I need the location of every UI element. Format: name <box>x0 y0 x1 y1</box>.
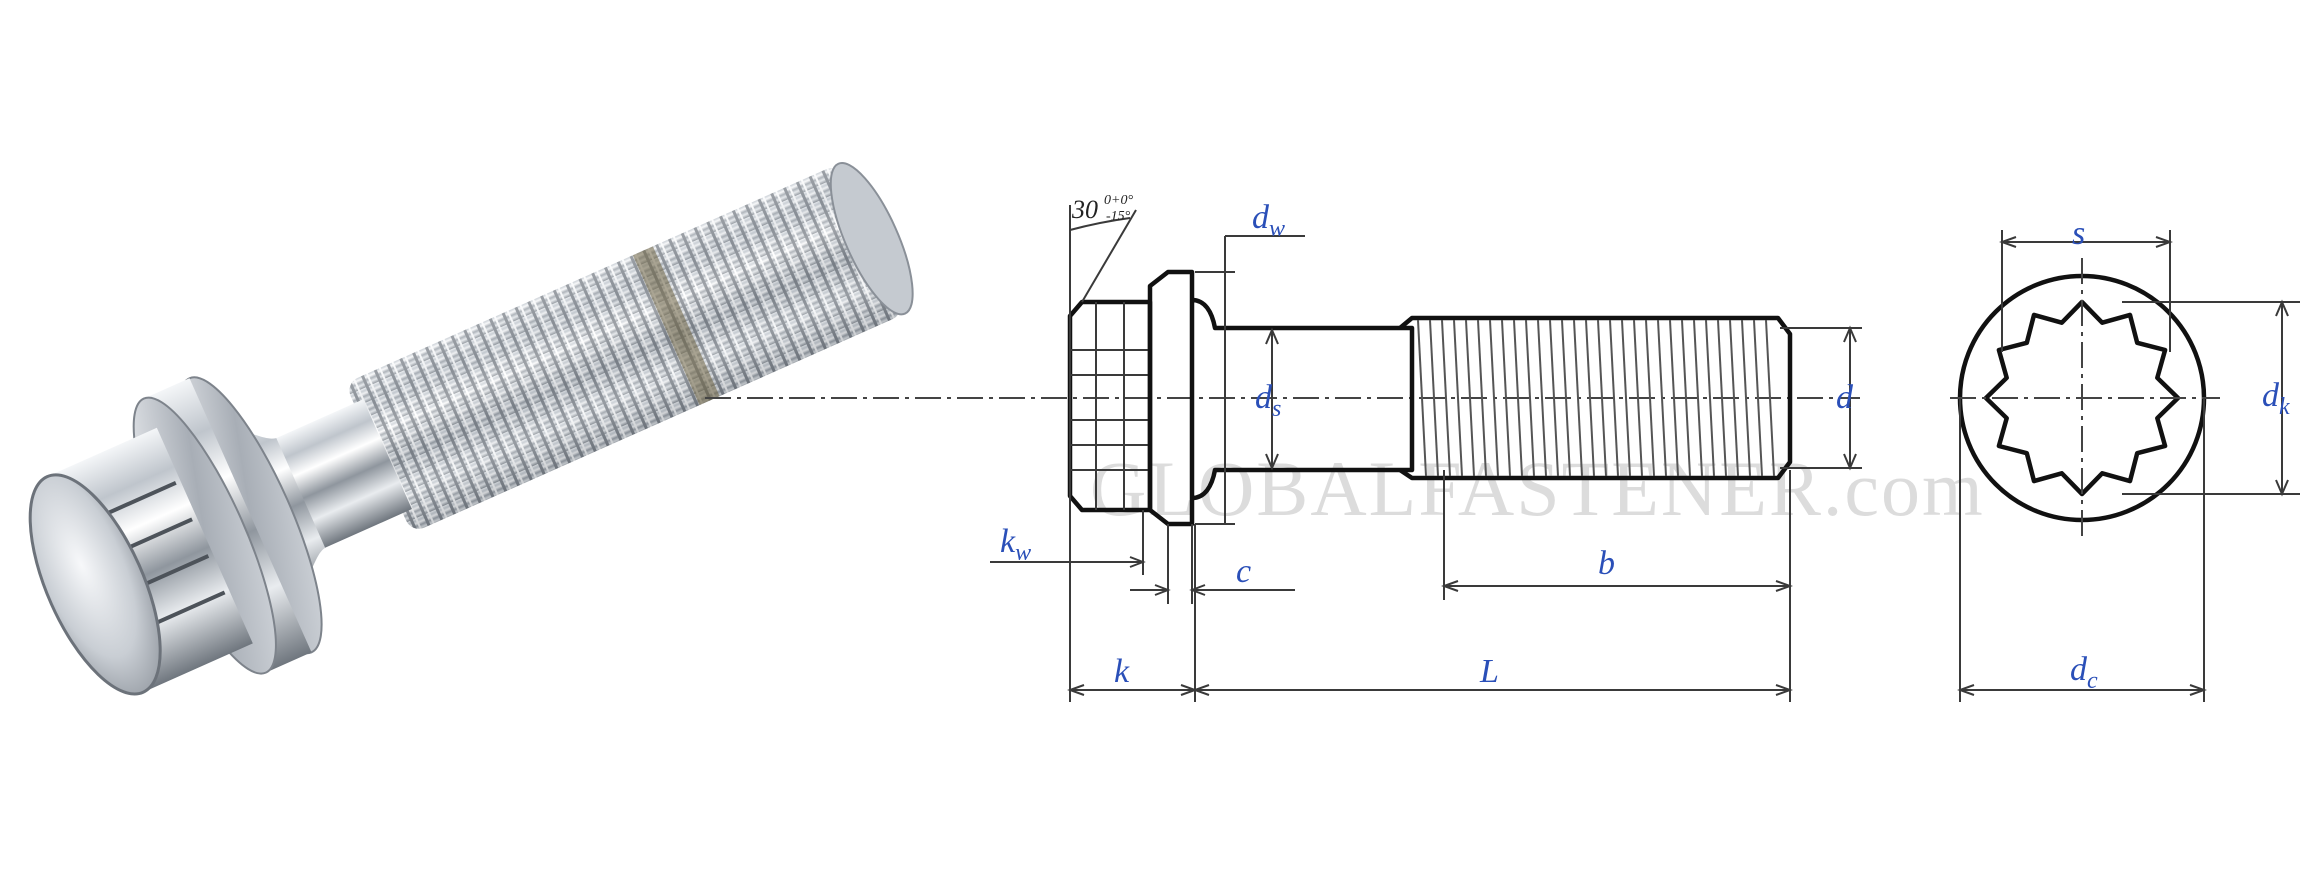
thread-line <box>1525 319 1535 477</box>
label-c: c <box>1236 553 1251 590</box>
label-dw-sub: w <box>1269 216 1285 242</box>
label-b: b <box>1598 545 1615 582</box>
label-ds: ds <box>1255 379 1281 422</box>
thread-line <box>1453 319 1463 477</box>
dimension-dk: dk <box>2122 299 2300 497</box>
angle-label: 30 <box>1071 195 1098 224</box>
thread-line <box>1561 319 1571 477</box>
thread-line <box>1729 319 1739 477</box>
bolt-thread-outline <box>1398 315 1793 481</box>
dimension-d: d <box>1780 325 1862 471</box>
dimension-kw: kw <box>990 510 1146 575</box>
bolt-photo-thread-end <box>829 162 914 316</box>
thread-line <box>1765 319 1775 477</box>
bolt-thread-lines <box>1417 319 1775 477</box>
thread-line <box>1513 319 1523 477</box>
thread-line <box>1501 319 1511 477</box>
thread-line <box>1693 319 1703 477</box>
thread-line <box>1417 319 1427 477</box>
label-dc-main: d <box>2070 651 2088 688</box>
dimension-ds: ds <box>1255 327 1281 471</box>
dimension-dc: dc <box>1957 398 2207 702</box>
thread-line <box>1429 319 1439 477</box>
angle-tolerance-lower: -15° <box>1106 209 1131 224</box>
thread-line <box>1597 319 1607 477</box>
angle-tolerance-upper: 0+0° <box>1104 193 1133 208</box>
thread-line <box>1705 319 1715 477</box>
label-dw-main: d <box>1252 199 1270 236</box>
label-k: k <box>1114 653 1130 690</box>
thread-line <box>1477 319 1487 477</box>
thread-line <box>1657 319 1667 477</box>
dimension-c: c <box>1130 524 1295 604</box>
thread-line <box>1441 319 1451 477</box>
thread-line <box>1549 319 1559 477</box>
thread-line <box>1633 319 1643 477</box>
label-s: s <box>2072 215 2085 252</box>
thread-line <box>1573 319 1583 477</box>
thread-line <box>1621 319 1631 477</box>
label-ds-sub: s <box>1272 396 1281 422</box>
thread-line <box>1537 319 1547 477</box>
thread-line <box>1681 319 1691 477</box>
bolt-head-flats <box>1070 302 1150 510</box>
thread-line <box>1753 319 1763 477</box>
label-dk-main: d <box>2262 377 2280 414</box>
thread-line <box>1585 319 1595 477</box>
thread-line <box>1741 319 1751 477</box>
label-dk: dk <box>2262 377 2290 420</box>
thread-line <box>1489 319 1499 477</box>
thread-line <box>1609 319 1619 477</box>
bolt-photo <box>28 162 914 696</box>
label-kw-main: k <box>1000 523 1016 560</box>
thread-line <box>1717 319 1727 477</box>
label-kw: kw <box>1000 523 1031 566</box>
watermark-text: GLOBALFASTENER.com <box>1090 445 1985 532</box>
label-kw-sub: w <box>1015 540 1031 566</box>
label-dw: dw <box>1252 199 1285 242</box>
thread-line <box>1645 319 1655 477</box>
dimension-s: s <box>1999 215 2173 352</box>
label-dc-sub: c <box>2087 668 2098 694</box>
label-d: d <box>1836 379 1854 416</box>
label-dc: dc <box>2070 651 2098 694</box>
angle-dimension: 30 0+0° -15° <box>1069 193 1137 702</box>
label-dk-sub: k <box>2279 394 2290 420</box>
dimension-dw: dw <box>1195 199 1305 525</box>
bolt-shank-outline <box>1191 297 1415 501</box>
label-ds-main: d <box>1255 379 1273 416</box>
label-L: L <box>1479 653 1499 690</box>
thread-line <box>1669 319 1679 477</box>
side-view-drawing: GLOBALFASTENER.com 30 0+0° -1 <box>705 193 1985 702</box>
dimension-k-L: k L <box>1067 524 1793 702</box>
end-view-drawing: s dk dc <box>1950 215 2300 702</box>
bolt-photo-head-face <box>28 473 162 696</box>
dimension-b: b <box>1441 470 1793 702</box>
thread-line <box>1465 319 1475 477</box>
